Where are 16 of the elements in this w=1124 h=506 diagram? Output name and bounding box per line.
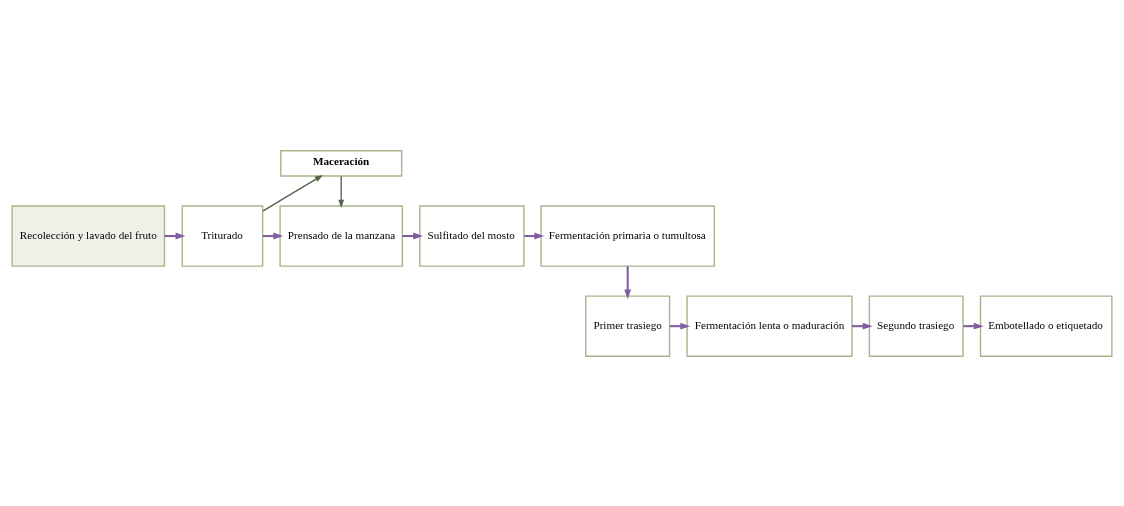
node-box: Maceración bbox=[280, 149, 403, 177]
node-box: Embotellado o etiquetado bbox=[979, 294, 1113, 357]
arrow bbox=[402, 232, 423, 239]
arrow bbox=[963, 322, 984, 330]
arrow bbox=[262, 174, 324, 212]
arrow bbox=[624, 265, 632, 299]
arrow bbox=[852, 322, 873, 330]
arrow bbox=[338, 174, 345, 208]
node-box: Primer trasiego bbox=[585, 294, 671, 357]
node-box: Prensado de la manzana bbox=[279, 204, 404, 267]
node-box: Segundo trasiego bbox=[868, 294, 964, 357]
node-box: Recolección y lavado del fruto bbox=[11, 204, 166, 267]
node-box: Fermentación primaria o tumultosa bbox=[540, 204, 715, 267]
node-box: Fermentación lenta o maduración bbox=[686, 294, 853, 357]
node-box: Sulfitado del mosto bbox=[419, 204, 525, 267]
node-box: Triturado bbox=[181, 204, 264, 267]
